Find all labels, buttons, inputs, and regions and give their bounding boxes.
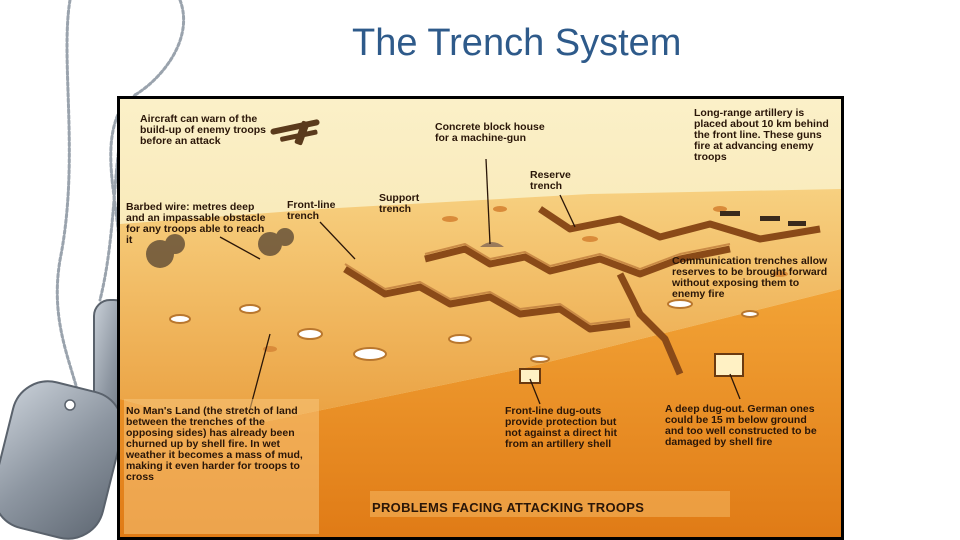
label-no-mans-land: No Man's Land (the stretch of land betwe… <box>126 405 303 483</box>
label-reserve-trench: Reserve trench <box>530 169 571 192</box>
label-support-trench: Support trench <box>379 192 420 215</box>
label-front-line-trench: Front-line trench <box>287 199 336 222</box>
label-long-range-artillery: Long-range artillery is placed about 10 … <box>694 107 829 163</box>
label-deep-dugout: A deep dug-out. German ones could be 15 … <box>665 403 817 448</box>
trench-system-diagram: Aircraft can warn of the build-up of ene… <box>117 96 844 540</box>
slide-title: The Trench System <box>352 22 682 64</box>
label-aircraft: Aircraft can warn of the build-up of ene… <box>140 113 266 147</box>
label-concrete-block-house: Concrete block house for a machine-gun <box>435 121 545 144</box>
label-barbed-wire: Barbed wire: metres deep and an impassab… <box>126 201 266 246</box>
diagram-footer-title: PROBLEMS FACING ATTACKING TROOPS <box>372 500 645 515</box>
label-communication-trenches: Communication trenches allow reserves to… <box>672 255 828 300</box>
label-front-line-dugouts: Front-line dug-outs provide protection b… <box>505 405 618 450</box>
trench-illustration <box>120 99 841 537</box>
